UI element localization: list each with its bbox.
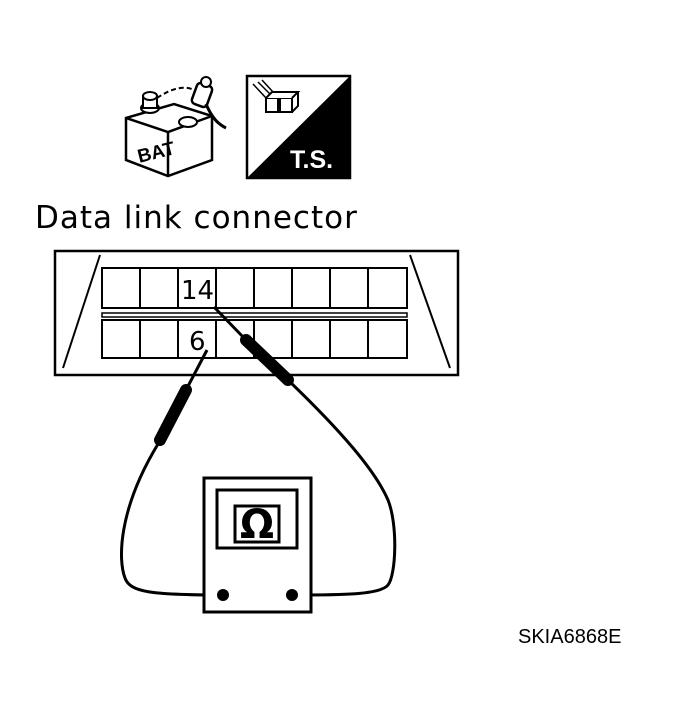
tester-ts-icon: T.S. <box>245 74 352 180</box>
diagram-title: Data link connector <box>35 200 358 236</box>
figure-code: SKIA6868E <box>518 626 621 648</box>
left-probe-lead <box>119 349 223 597</box>
ohmmeter-right-terminal <box>286 589 298 601</box>
tester-label: T.S. <box>290 146 333 174</box>
ohmmeter: Ω <box>202 476 313 614</box>
battery-disconnected-icon: BAT <box>124 76 227 178</box>
ohmmeter-left-terminal <box>217 589 229 601</box>
ohm-symbol: Ω <box>240 502 274 548</box>
connector-upper-row <box>101 267 408 309</box>
pin-6-label: 6 <box>189 327 206 357</box>
right-probe-lead <box>212 305 397 597</box>
pin-14-label: 14 <box>181 276 214 306</box>
